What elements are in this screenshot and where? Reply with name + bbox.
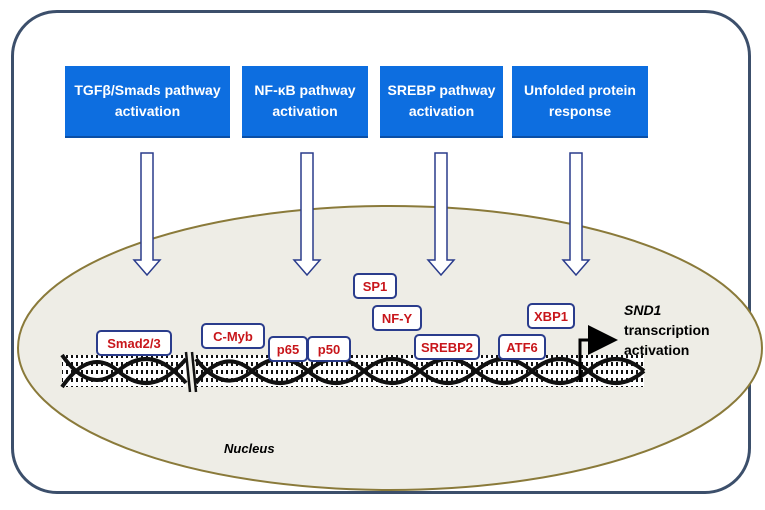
factor-srebp2: SREBP2 [414,334,480,360]
factor-cmyb: C-Myb [201,323,265,349]
arrow-upr [561,152,591,277]
gene-line-1: transcription [624,322,710,338]
dna-segment-left [62,355,186,387]
pathway-box-tgfb: TGFβ/Smads pathway activation [65,66,230,138]
nucleus-label: Nucleus [224,441,275,456]
factor-sp1: SP1 [353,273,397,299]
pathway-box-nfkb: NF-κB pathway activation [242,66,368,138]
gene-label: SND1 transcription activation [624,300,710,360]
transcription-start-arrow [578,325,618,382]
dna-helix [60,351,646,393]
factor-p50: p50 [307,336,351,362]
factor-p65: p65 [268,336,308,362]
pathway-box-srebp: SREBP pathway activation [380,66,503,138]
factor-nfy: NF-Y [372,305,422,331]
pathway-box-upr: Unfolded protein response [512,66,648,138]
factor-xbp1: XBP1 [527,303,575,329]
nucleus [17,205,763,491]
break-mark-1 [184,351,192,393]
gene-line-2: activation [624,342,690,358]
gene-name: SND1 [624,302,662,318]
factor-smad: Smad2/3 [96,330,172,356]
break-mark-2 [190,351,198,393]
figure-frame [11,10,751,494]
pathway-arrows [132,152,591,277]
factor-atf6: ATF6 [498,334,546,360]
arrow-tgfb [132,152,162,277]
dna-strand-b-right [194,357,646,385]
dna-strand-a-left [60,353,188,385]
dna-strand-b-left [60,357,188,389]
arrow-nfkb [292,152,322,277]
arrow-srebp [426,152,456,277]
